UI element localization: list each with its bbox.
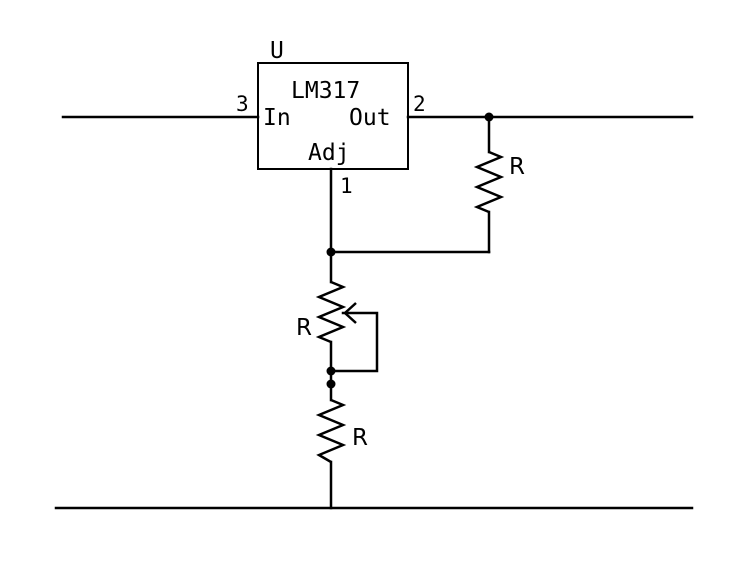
series-junction-dot xyxy=(326,379,336,389)
lm317-regulator: U LM317 In Out Adj 3 2 1 xyxy=(236,38,426,198)
pin-in-number: 3 xyxy=(236,92,249,116)
variable-resistor: R xyxy=(296,280,357,344)
variable-resistor-label: R xyxy=(296,315,312,341)
ic-part-number: LM317 xyxy=(291,78,360,104)
wiper-loop-wire xyxy=(329,311,379,373)
bottom-resistor: R xyxy=(315,398,368,464)
pin-adj-number: 1 xyxy=(340,174,353,198)
bottom-resistor-zigzag xyxy=(315,398,347,464)
adjust-node-junction-dot xyxy=(326,247,336,257)
feedback-resistor: R xyxy=(473,150,525,214)
wiper-junction-dot xyxy=(326,366,336,376)
bottom-resistor-label: R xyxy=(352,425,368,451)
variable-resistor-zigzag xyxy=(315,280,347,344)
pin-adj-name: Adj xyxy=(308,140,350,166)
pin-out-name: Out xyxy=(349,105,391,131)
wires xyxy=(54,115,694,510)
feedback-resistor-label: R xyxy=(509,154,525,180)
feedback-resistor-zigzag xyxy=(473,150,505,214)
ic-designator: U xyxy=(270,38,284,64)
output-junction-dot xyxy=(484,112,494,122)
wiper-arrow-icon xyxy=(343,302,357,324)
junctions xyxy=(326,112,494,389)
pin-in-name: In xyxy=(263,105,291,131)
pin-out-number: 2 xyxy=(413,92,426,116)
